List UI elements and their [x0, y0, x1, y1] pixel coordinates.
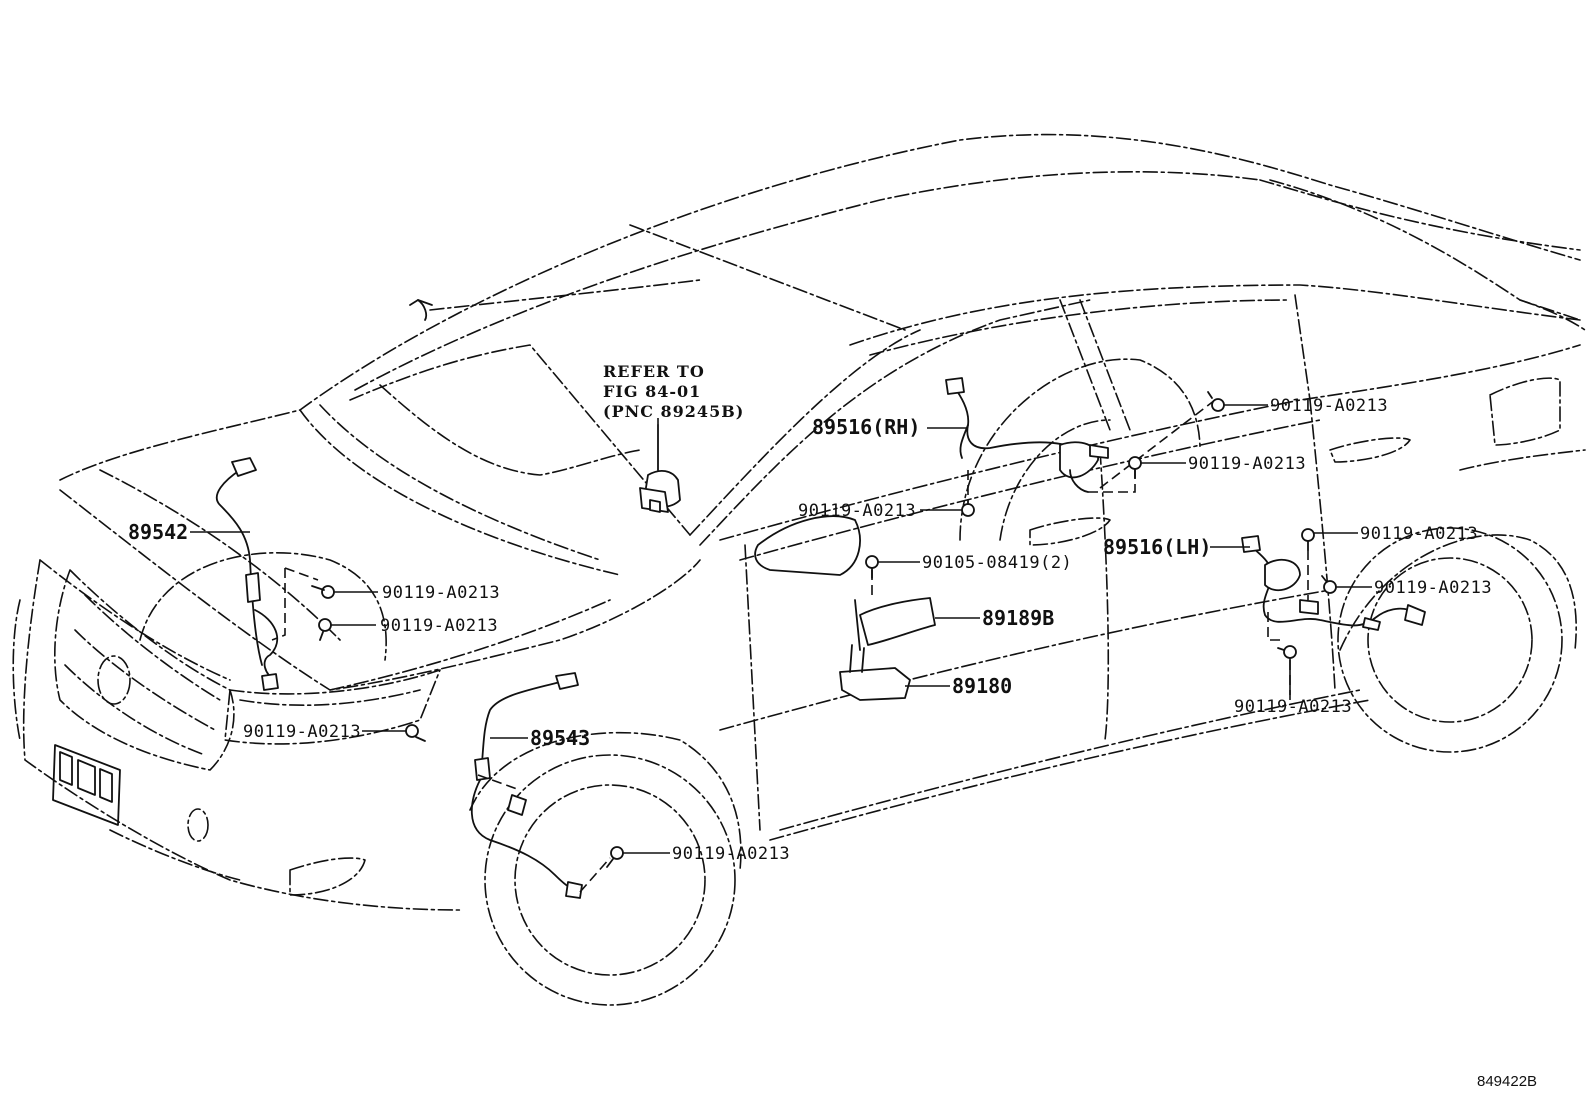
bolt-icon-rh-rear-2: [1128, 456, 1142, 479]
label-bolt-lh-rear-3: 90119-A0213: [1234, 697, 1352, 717]
bolt-icon-rh-rear-1: [1207, 391, 1225, 412]
parts-graphics: [215, 377, 1426, 899]
bolt-icon-lf-2: [318, 618, 332, 641]
bolt-icon-rf-wheel: [606, 846, 624, 868]
label-89516-rh: 89516(RH): [812, 415, 920, 439]
bolt-icon-lh-rear-3: [1277, 645, 1297, 659]
label-89189b: 89189B: [982, 606, 1054, 630]
label-screw-90105: 90105-08419(2): [922, 553, 1072, 573]
leader-lines: [190, 404, 1372, 854]
diagram-id: 849422B: [1477, 1073, 1537, 1090]
refer-note-line2: FIG 84-01: [603, 382, 701, 401]
label-bolt-center: 90119-A0213: [798, 501, 916, 521]
bolt-icon-center: [961, 499, 975, 517]
label-89516-lh: 89516(LH): [1103, 535, 1211, 559]
labels: REFER TO FIG 84-01 (PNC 89245B) 89542 90…: [128, 362, 1537, 1090]
screw-icon-90105: [865, 555, 879, 579]
label-bolt-lh-rear-1: 90119-A0213: [1360, 524, 1478, 544]
bolt-icon-lh-rear-2: [1321, 575, 1337, 594]
label-89543: 89543: [530, 726, 590, 750]
bolt-icon-lh-rear-1: [1301, 528, 1315, 551]
label-89542: 89542: [128, 520, 188, 544]
label-bolt-lh-rear-2: 90119-A0213: [1374, 578, 1492, 598]
label-bolt-front-bumper: 90119-A0213: [243, 722, 361, 742]
label-bolt-rh-rear-2: 90119-A0213: [1188, 454, 1306, 474]
label-bolt-rf-wheel: 90119-A0213: [672, 844, 790, 864]
car-body-outline: [12, 133, 1586, 1006]
label-89180: 89180: [952, 674, 1012, 698]
fasteners: [311, 391, 1337, 868]
label-bolt-lf-1: 90119-A0213: [382, 583, 500, 603]
bolt-icon-front-bumper: [405, 724, 426, 742]
refer-note-line1: REFER TO: [603, 362, 705, 381]
label-bolt-lf-2: 90119-A0213: [380, 616, 498, 636]
refer-note-line3: (PNC 89245B): [603, 402, 744, 421]
bolt-icon-lf-1: [311, 585, 335, 599]
label-bolt-rh-rear-1: 90119-A0213: [1270, 396, 1388, 416]
